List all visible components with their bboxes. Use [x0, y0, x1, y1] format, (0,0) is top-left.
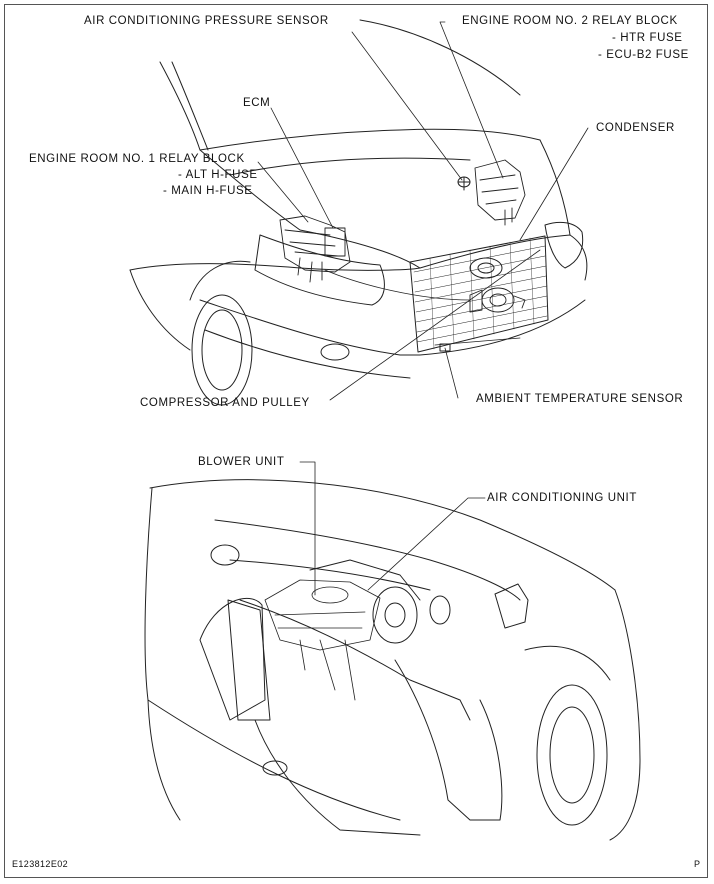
- label-alt-h-fuse: - ALT H-FUSE: [178, 169, 258, 181]
- page-marker: P: [694, 859, 701, 869]
- figure-code: E123812E02: [12, 859, 69, 869]
- bottom-leader-lines: [299, 461, 486, 596]
- label-compressor-pulley: COMPRESSOR AND PULLEY: [140, 397, 310, 409]
- top-leader-lines: [257, 21, 589, 401]
- page-frame: [4, 4, 708, 878]
- label-main-h-fuse: - MAIN H-FUSE: [163, 185, 253, 197]
- label-relay-block-1: ENGINE ROOM NO. 1 RELAY BLOCK: [29, 153, 245, 165]
- label-ambient-temp-sensor: AMBIENT TEMPERATURE SENSOR: [476, 393, 684, 405]
- front-vehicle-drawing: [129, 19, 588, 406]
- interior-vehicle-drawing: [144, 479, 641, 841]
- label-ecm: ECM: [243, 97, 271, 109]
- label-condenser: CONDENSER: [596, 122, 675, 134]
- label-blower-unit: BLOWER UNIT: [198, 456, 285, 468]
- label-ac-pressure-sensor: AIR CONDITIONING PRESSURE SENSOR: [84, 15, 329, 27]
- label-htr-fuse: - HTR FUSE: [612, 32, 683, 44]
- label-ecu-b2-fuse: - ECU-B2 FUSE: [598, 49, 689, 61]
- label-air-conditioning-unit: AIR CONDITIONING UNIT: [487, 492, 637, 504]
- label-relay-block-2: ENGINE ROOM NO. 2 RELAY BLOCK: [462, 15, 678, 27]
